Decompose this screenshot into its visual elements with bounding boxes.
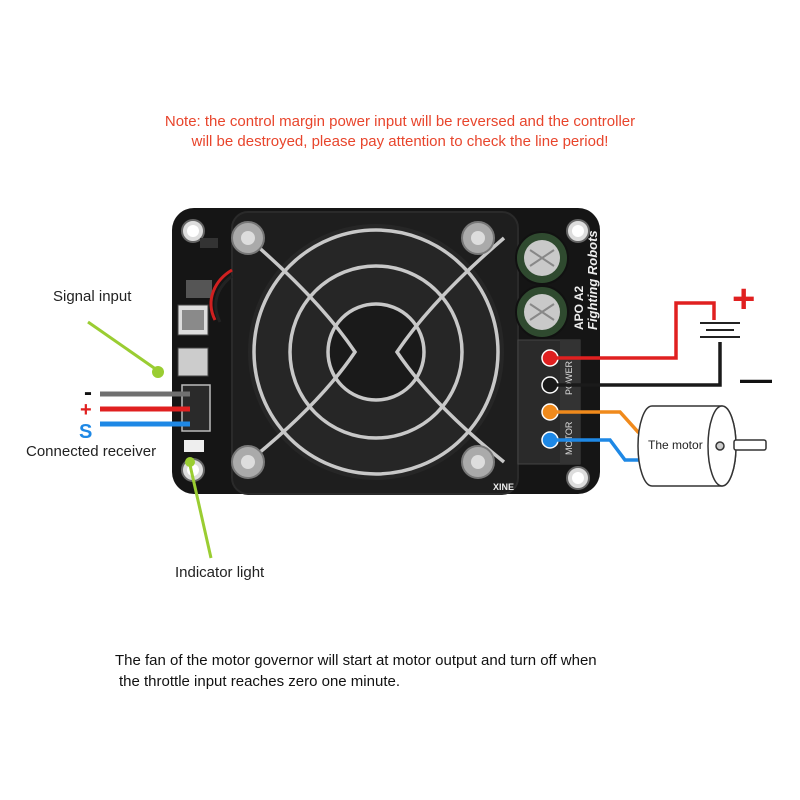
board-brand-text: Fighting Robots: [585, 230, 600, 330]
fan-grill: [246, 228, 506, 476]
power-black-wire: [550, 342, 722, 387]
controller-board: Fighting Robots APO A2 MOTOR POWER XINE: [172, 208, 600, 495]
indicator-light-label: Indicator light: [175, 564, 265, 581]
capacitors: [515, 231, 569, 339]
switch-component: [177, 347, 209, 377]
power-red-wire: [550, 301, 716, 360]
power-wiring: [550, 301, 740, 387]
power-minus-symbol: —: [740, 361, 772, 397]
motor-illustration: [637, 405, 767, 487]
footer-note: The fan of the motor governor will start…: [115, 650, 715, 692]
board-terminal-label: MOTOR: [564, 421, 574, 455]
connected-receiver-label: Connected receiver: [26, 443, 157, 460]
board-power-label: POWER: [564, 360, 574, 395]
motor-shaft: [733, 439, 767, 451]
footer-line2: the throttle input reaches zero one minu…: [119, 673, 401, 690]
receiver-wires: [100, 391, 190, 427]
warning-note-line1: Note: the control margin power input wil…: [164, 113, 636, 130]
power-plus-symbol: +: [732, 277, 755, 321]
plus-symbol: +: [80, 399, 92, 421]
fan-hub: [328, 304, 424, 400]
board-corner-text: XINE: [493, 482, 514, 492]
signal-input-leader: [87, 320, 158, 372]
minus-symbol: -: [84, 379, 92, 406]
motor-blue-wire: [550, 438, 650, 462]
board-model-text: APO A2: [572, 285, 586, 330]
fan-screws: [231, 221, 495, 479]
warning-note-line2: will be destroyed, please pay attention …: [191, 133, 609, 150]
footer-line1: The fan of the motor governor will start…: [115, 652, 597, 669]
leader-lines: [87, 320, 213, 559]
indicator-led: [184, 440, 204, 452]
motor-label: The motor: [648, 438, 703, 452]
signal-symbol: S: [79, 421, 92, 443]
warning-note: Note: the control margin power input wil…: [0, 112, 800, 152]
signal-input-label: Signal input: [53, 288, 132, 305]
indicator-light-leader: [188, 464, 213, 559]
